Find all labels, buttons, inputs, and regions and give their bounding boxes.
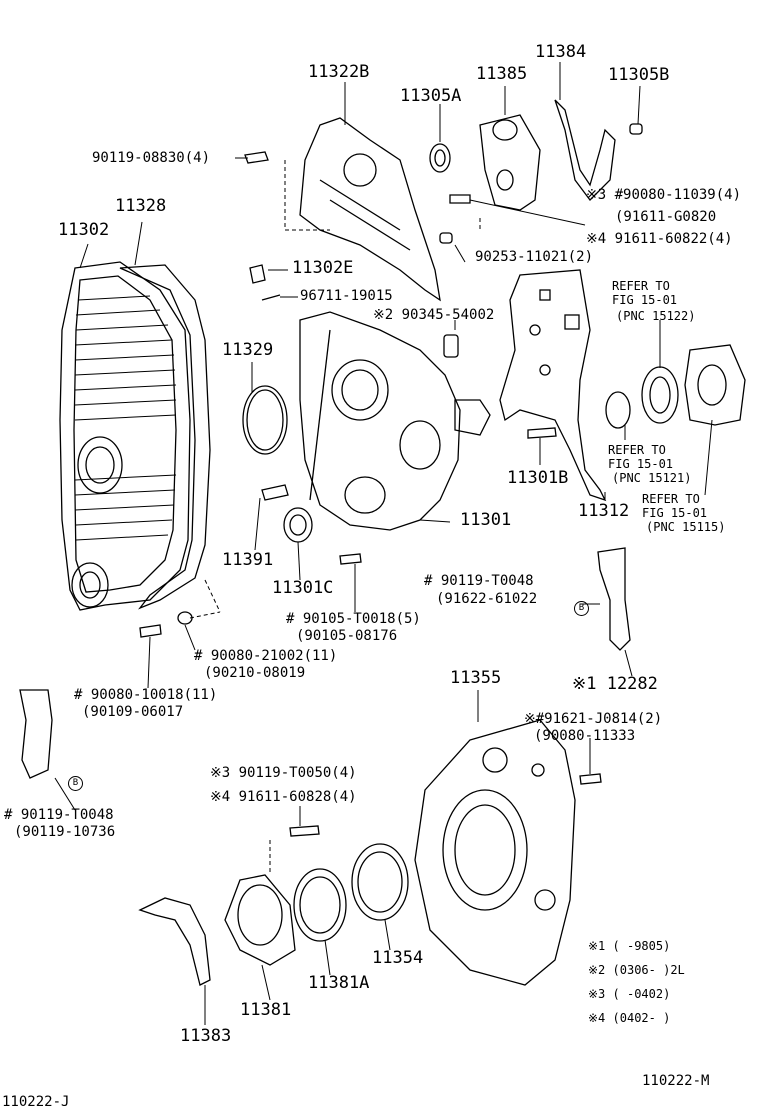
label-11312: 11312: [578, 501, 630, 521]
label-91611-60828: ※4 91611-60828(4): [210, 789, 357, 805]
label-90119-10736: (90119-10736: [14, 824, 116, 840]
refer-2: REFER TO: [608, 443, 666, 457]
label-11383: 11383: [180, 1026, 232, 1046]
label-90109-06017: (90109-06017: [82, 704, 184, 720]
label-96711-19015: 96711-19015: [300, 288, 393, 304]
o-ring-11329: [242, 385, 288, 455]
label-90119-T0048-b: # 90119-T0048: [4, 807, 114, 823]
label-11301B: 11301B: [507, 468, 569, 488]
pnc-1: (PNC 15122): [616, 309, 696, 323]
refer-1: REFER TO: [612, 279, 670, 293]
footer-code-left: 110222-J: [2, 1094, 70, 1110]
end-plate-11355: [414, 719, 576, 986]
cover-11383: [138, 897, 211, 986]
label-90080-11039: ※3 #90080-11039(4): [586, 187, 742, 203]
label-90119-T0048-a: # 90119-T0048: [424, 573, 534, 589]
label-91611-60822: ※4 91611-60822(4): [586, 231, 733, 247]
cover-plate-11384: [554, 99, 616, 201]
label-11355: 11355: [450, 668, 502, 688]
label-90105-T0018: # 90105-T0018(5): [286, 611, 421, 627]
seal-11354: [351, 843, 409, 921]
label-12282: ※1 12282: [572, 674, 658, 694]
bracket-left: [19, 689, 53, 779]
refer-3: REFER TO: [642, 492, 700, 506]
label-91621-J0814: ※#91621-J0814(2): [524, 711, 663, 727]
bracket-12282: [597, 547, 631, 651]
label-90105-08176: (90105-08176: [296, 628, 398, 644]
fig-2: FIG 15-01: [608, 457, 674, 471]
note-2: ※2 (0306- )2L: [588, 963, 685, 977]
bracket-11385: [479, 114, 541, 211]
label-11302E: 11302E: [292, 258, 354, 278]
label-11391: 11391: [222, 550, 274, 570]
label-11381: 11381: [240, 1000, 292, 1020]
label-90119-08830: 90119-08830(4): [92, 150, 211, 166]
label-90253-11021: 90253-11021(2): [475, 249, 594, 265]
seal-11381A: [293, 868, 347, 942]
oil-pump-cover: [684, 344, 746, 426]
label-11322B: 11322B: [308, 62, 370, 82]
label-11381A: 11381A: [308, 973, 370, 993]
sensor-11391: [261, 484, 289, 501]
note-3: ※3 ( -0402): [588, 987, 671, 1001]
label-11385: 11385: [476, 64, 528, 84]
label-90345-54002: ※2 90345-54002: [373, 307, 495, 323]
seal-11305A: [429, 143, 451, 173]
label-90080-21002: # 90080-21002(11): [194, 648, 338, 664]
seal-11301C: [283, 507, 313, 543]
gasket-11312: [499, 269, 607, 502]
timing-case-11301: [299, 311, 491, 531]
circle-b-marker-2: B: [68, 772, 83, 791]
note-1: ※1 ( -9805): [588, 939, 671, 953]
note-4: ※4 (0402- ): [588, 1011, 671, 1025]
label-91611-G0820: (91611-G0820: [615, 209, 717, 225]
label-11305A: 11305A: [400, 86, 462, 106]
label-11301C: 11301C: [272, 578, 334, 598]
timing-cover-upper-11322B: [299, 117, 441, 302]
label-11328: 11328: [115, 196, 167, 216]
seal-housing-11381: [224, 874, 296, 966]
gasket-11328: [119, 264, 211, 610]
pnc-3: (PNC 15115): [646, 520, 726, 534]
oil-pump-rotor: [641, 366, 679, 424]
label-90119-T0050: ※3 90119-T0050(4): [210, 765, 357, 781]
label-11354: 11354: [372, 948, 424, 968]
circle-b-marker-1: B: [574, 597, 589, 616]
pin-11305B: [629, 123, 643, 135]
label-11329: 11329: [222, 340, 274, 360]
pnc-2: (PNC 15121): [612, 471, 692, 485]
label-90080-11333: (90080-11333: [534, 728, 636, 744]
label-90210-08019: (90210-08019: [204, 665, 306, 681]
label-11301: 11301: [460, 510, 512, 530]
label-11384: 11384: [535, 42, 587, 62]
label-11305B: 11305B: [608, 65, 670, 85]
label-11302: 11302: [58, 220, 110, 240]
fig-1: FIG 15-01: [612, 293, 678, 307]
label-91622-61022: (91622-61022: [436, 591, 538, 607]
label-90080-10018: # 90080-10018(11): [74, 687, 218, 703]
timing-cover-11302: [59, 261, 191, 611]
fig-3: FIG 15-01: [642, 506, 708, 520]
footer-code-right: 110222-M: [642, 1073, 710, 1089]
